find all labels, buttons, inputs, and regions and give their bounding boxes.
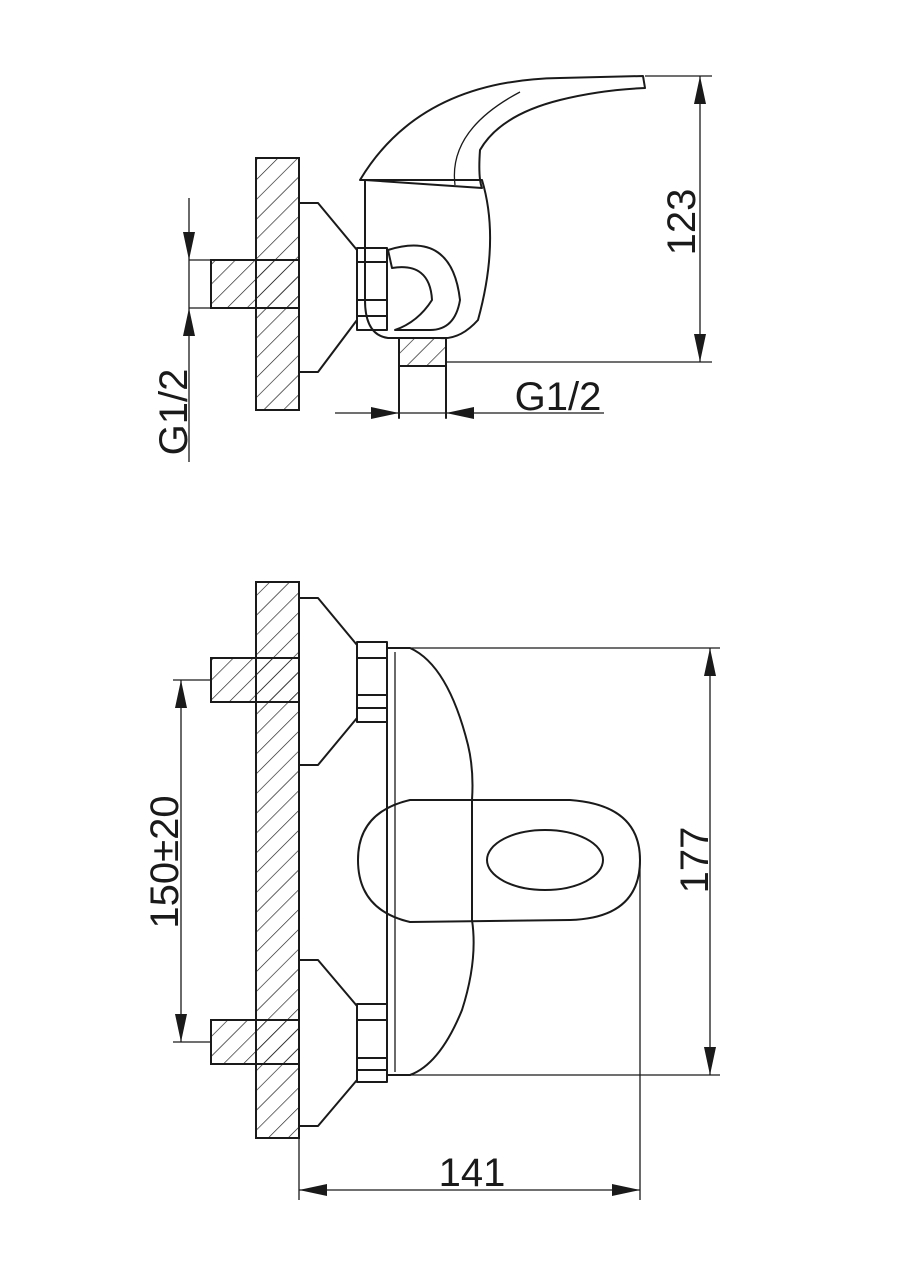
inlet-pipe-top <box>210 259 300 309</box>
outlet-pipe-top <box>398 337 447 367</box>
front-view <box>210 581 641 1139</box>
height-dim-top: 123 <box>660 189 704 256</box>
lever-front <box>357 799 641 923</box>
hex-nut-upper <box>356 641 388 723</box>
mixer-body-top <box>364 179 492 340</box>
width-dimension: 141 <box>298 860 641 1200</box>
hex-nut-lower <box>356 1003 388 1083</box>
escutcheon-upper <box>298 597 358 766</box>
lever-top <box>359 75 646 189</box>
inlet-side-dimension: G1/2 <box>152 198 211 462</box>
hex-nut-top <box>356 247 388 331</box>
top-view <box>210 75 646 419</box>
front-height-dimension: 177 <box>410 647 720 1076</box>
lever-inner-top <box>453 91 521 186</box>
escutcheon-lower <box>298 959 358 1127</box>
width-dim-front: 141 <box>439 1151 506 1195</box>
inlet-label-top: G1/2 <box>152 369 196 456</box>
inlet-pipe-upper <box>210 657 300 703</box>
outlet-bottom-dimension: G1/2 <box>335 375 604 419</box>
body-loop-top <box>387 244 461 331</box>
top-height-dimension: 123 <box>446 75 712 363</box>
centers-dimension: 150±20 <box>143 679 211 1043</box>
height-dim-front: 177 <box>673 827 717 894</box>
escutcheon-top <box>298 202 358 373</box>
outlet-label-top: G1/2 <box>515 375 602 419</box>
mixer-body-front <box>386 647 475 1076</box>
centers-dim-front: 150±20 <box>143 795 187 928</box>
inlet-pipe-lower <box>210 1019 300 1065</box>
lever-grip-hole <box>486 829 604 891</box>
